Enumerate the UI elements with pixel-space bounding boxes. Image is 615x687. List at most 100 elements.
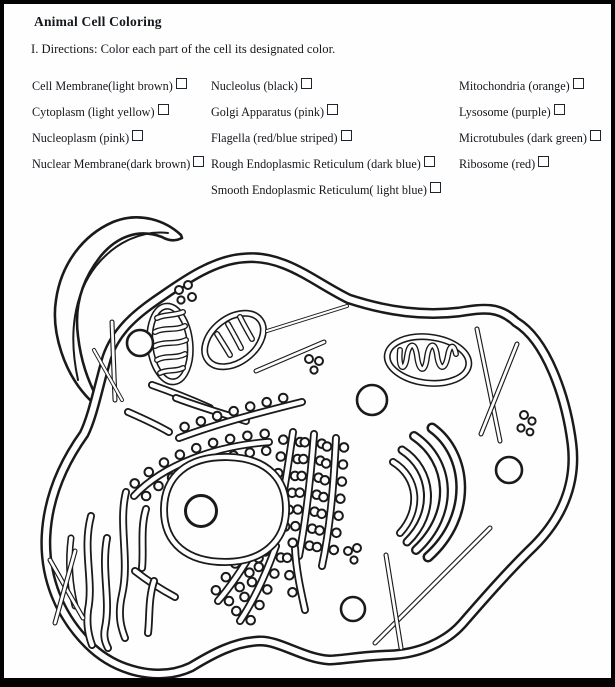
page-title: Animal Cell Coloring bbox=[34, 14, 162, 29]
mitochondrion-shape bbox=[201, 309, 267, 371]
checkbox-mitochondria[interactable] bbox=[572, 77, 584, 89]
checklist-item-cell-membrane: Cell Membrane(light brown) bbox=[32, 73, 204, 99]
checkbox-cell-membrane[interactable] bbox=[175, 77, 187, 89]
checkbox-microtubules[interactable] bbox=[589, 129, 601, 141]
ribosome-dot bbox=[153, 480, 164, 492]
ribosome-dot bbox=[140, 490, 152, 502]
mitochondrion-shape bbox=[383, 333, 473, 387]
directions-text: I. Directions: Color each part of the ce… bbox=[31, 42, 336, 56]
checklist-item-smooth-er: Smooth Endoplasmic Reticulum( light blue… bbox=[211, 177, 441, 203]
ribosome-dot bbox=[336, 476, 348, 487]
ribosome-dot bbox=[179, 421, 190, 433]
ribosome-dot bbox=[316, 508, 328, 520]
item-label: Nucleolus (black) bbox=[211, 78, 298, 93]
item-label: Golgi Apparatus (pink) bbox=[211, 104, 325, 119]
ribosome-dot bbox=[284, 569, 295, 581]
nucleolus-shape bbox=[184, 494, 218, 528]
ribosome-dot bbox=[158, 457, 170, 468]
checkbox-nucleoplasm[interactable] bbox=[132, 129, 144, 141]
ribosome-dot bbox=[331, 527, 342, 539]
nuclear-membrane-outline bbox=[161, 454, 289, 565]
ribosome-dot bbox=[290, 520, 301, 532]
ribosome-dot bbox=[231, 605, 242, 617]
ribosome-dot bbox=[246, 576, 258, 588]
checklist-column-2: Nucleolus (black) Golgi Apparatus (pink)… bbox=[211, 73, 441, 203]
item-label: Cell Membrane(light brown) bbox=[32, 78, 173, 93]
checkbox-ribosome[interactable] bbox=[538, 155, 550, 167]
checkbox-nuclear-membrane[interactable] bbox=[193, 155, 205, 167]
lysosome-shape bbox=[125, 328, 524, 623]
item-label: Mitochondria (orange) bbox=[459, 78, 570, 93]
ribosome-dot bbox=[143, 466, 155, 478]
nucleus-shape bbox=[160, 452, 291, 566]
ribosome-dot bbox=[287, 587, 298, 598]
checkbox-nucleolus[interactable] bbox=[300, 77, 312, 89]
item-label: Cytoplasm (light yellow) bbox=[32, 104, 155, 119]
ribosome-dot bbox=[239, 591, 250, 603]
ribosome-dot bbox=[275, 451, 287, 462]
ribosome-dot bbox=[223, 595, 235, 607]
ribosome-dot bbox=[234, 581, 245, 593]
checklist-item-nucleoplasm: Nucleoplasm (pink) bbox=[32, 125, 204, 151]
ribosome-dot bbox=[296, 470, 308, 482]
ribosome-dot bbox=[321, 441, 333, 452]
checkbox-flagella[interactable] bbox=[340, 129, 352, 141]
ribosome-dot bbox=[320, 458, 332, 469]
item-label: Lysosome (purple) bbox=[459, 104, 551, 119]
ribosome-dot bbox=[299, 437, 311, 448]
ribosome-dot bbox=[314, 525, 325, 536]
ribosome-cluster bbox=[174, 280, 537, 565]
checkbox-golgi[interactable] bbox=[327, 103, 339, 115]
checkbox-lysosome[interactable] bbox=[553, 103, 565, 115]
ribosome-dot bbox=[195, 416, 207, 427]
ribosome-dot bbox=[262, 584, 273, 595]
checklist-item-golgi: Golgi Apparatus (pink) bbox=[211, 99, 441, 125]
checklist-item-nuclear-membrane: Nuclear Membrane(dark brown) bbox=[32, 151, 205, 177]
item-label: Rough Endoplasmic Reticulum (dark blue) bbox=[211, 156, 421, 171]
ribosome-dot bbox=[311, 541, 323, 553]
microtubule-shape bbox=[47, 304, 520, 651]
ribosome-dot bbox=[337, 459, 349, 470]
ribosome-dot bbox=[292, 504, 304, 515]
ribosome-dot bbox=[224, 433, 236, 445]
ribosome-dot bbox=[191, 442, 202, 454]
checkbox-rough-er[interactable] bbox=[423, 155, 435, 167]
ribosome-dot bbox=[220, 571, 232, 583]
ribosome-dot bbox=[260, 445, 272, 457]
ribosome-dot bbox=[287, 537, 299, 549]
ribosome-dot bbox=[244, 401, 256, 412]
ribosome-dot bbox=[244, 567, 255, 579]
item-label: Smooth Endoplasmic Reticulum( light blue… bbox=[211, 182, 427, 197]
ribosome-dot bbox=[259, 428, 271, 440]
item-label: Nucleoplasm (pink) bbox=[32, 130, 130, 145]
ribosome-dot bbox=[333, 510, 344, 522]
ribosome-dot bbox=[129, 478, 140, 489]
checklist-column-3: Mitochondria (orange) Lysosome (purple) … bbox=[459, 73, 601, 177]
nuclear-membrane-outline bbox=[160, 452, 291, 566]
item-label: Ribosome (red) bbox=[459, 156, 536, 171]
ribosome-dot bbox=[281, 552, 293, 564]
ribosome-dot bbox=[210, 585, 222, 596]
rough-er-shape bbox=[129, 392, 350, 626]
ribosome-dot bbox=[328, 544, 340, 556]
ribosome-dot bbox=[319, 475, 331, 486]
ribosome-dot bbox=[207, 437, 219, 449]
checklist-item-rough-er: Rough Endoplasmic Reticulum (dark blue) bbox=[211, 151, 441, 177]
checklist-item-flagella: Flagella (red/blue striped) bbox=[211, 125, 441, 151]
item-label: Microtubules (dark green) bbox=[459, 130, 587, 145]
animal-cell-diagram bbox=[40, 216, 579, 678]
checklist-item-mitochondria: Mitochondria (orange) bbox=[459, 73, 601, 99]
flagellum-shape bbox=[53, 216, 184, 402]
ribosome-dot bbox=[261, 396, 273, 408]
item-label: Nuclear Membrane(dark brown) bbox=[32, 156, 191, 171]
ribosome-dot bbox=[242, 430, 253, 442]
checkbox-cytoplasm[interactable] bbox=[157, 103, 169, 115]
golgi-apparatus-shape bbox=[389, 422, 467, 563]
ribosome-dot bbox=[298, 453, 309, 465]
ribosome-dot bbox=[211, 410, 223, 422]
ribosome-dot bbox=[335, 493, 346, 505]
ribosome-dot bbox=[277, 392, 289, 404]
checkbox-smooth-er[interactable] bbox=[429, 181, 441, 193]
item-label: Flagella (red/blue striped) bbox=[211, 130, 338, 145]
